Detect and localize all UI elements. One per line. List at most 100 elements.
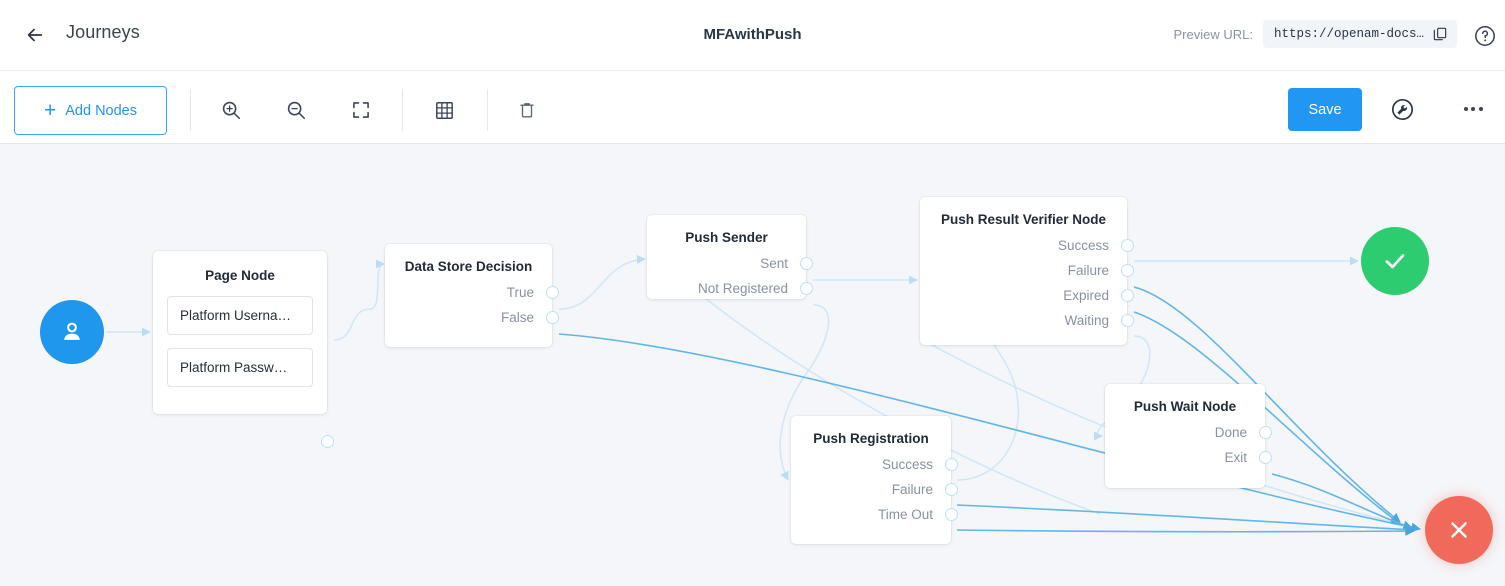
node-push-result-verifier-node[interactable]: Push Result Verifier Node Success Failur… [920,197,1134,345]
node-push-wait-node[interactable]: Push Wait Node Done Exit [1105,384,1272,488]
output-done[interactable]: Done [1105,420,1272,445]
node-outputs: Sent Not Registered [647,251,813,301]
node-outputs: Done Exit [1105,420,1272,470]
output-label: Done [1214,425,1247,440]
output-port[interactable] [1121,239,1134,252]
output-port[interactable] [1259,451,1272,464]
node-page-node[interactable]: Page Node Platform Userna… Platform Pass… [153,251,334,448]
wrench-circle-icon [1391,98,1414,121]
preview-url-chip[interactable]: https://openam-docs… [1262,20,1457,48]
toggle-grid-button[interactable] [428,95,460,125]
add-nodes-label: Add Nodes [65,102,137,119]
preview-url-group: Preview URL: https://openam-docs… [1174,20,1457,48]
output-port[interactable] [1121,289,1134,302]
zoom-out-icon [287,101,306,120]
output-true[interactable]: True [385,280,559,305]
back-button[interactable] [22,22,48,48]
user-icon [64,322,80,340]
journey-canvas[interactable]: Page Node Platform Userna… Platform Pass… [0,144,1505,586]
page-title: Journeys [66,22,140,42]
output-false[interactable]: False [385,305,559,330]
fit-to-screen-button[interactable] [345,95,377,125]
delete-button[interactable] [511,95,543,125]
save-label: Save [1308,101,1342,118]
output-port[interactable] [800,257,813,270]
node-field-password[interactable]: Platform Passw… [167,348,313,387]
output-label: Success [881,457,933,472]
zoom-in-icon [222,101,241,120]
output-label: True [506,285,534,300]
output-label: Exit [1224,450,1247,465]
node-outputs: Success Failure Time Out [791,452,958,527]
output-not-registered[interactable]: Not Registered [647,276,813,301]
output-label: Expired [1063,288,1109,303]
output-port[interactable] [546,286,559,299]
output-label: Success [1057,238,1109,253]
ellipsis-icon [1463,107,1468,111]
editor-toolbar [0,71,1505,144]
output-success[interactable]: Success [791,452,958,477]
fit-screen-icon [353,102,369,118]
output-label: Waiting [1064,313,1109,328]
terminal-success-node[interactable] [1361,227,1429,295]
output-failure[interactable]: Failure [791,477,958,502]
zoom-in-button[interactable] [215,95,247,125]
grid-icon [435,101,453,119]
terminal-failure-node[interactable] [1425,496,1493,564]
zoom-out-button[interactable] [280,95,312,125]
output-label: Time Out [877,507,933,522]
output-port[interactable] [945,458,958,471]
question-circle-icon [1475,26,1495,46]
output-waiting[interactable]: Waiting [920,308,1134,333]
more-options-button[interactable] [1460,100,1486,118]
output-port[interactable] [546,311,559,324]
ellipsis-icon [1471,107,1475,111]
start-node[interactable] [40,300,104,364]
node-title: Push Wait Node [1133,399,1237,414]
node-title: Push Registration [813,431,929,446]
output-label: Failure [1067,263,1109,278]
node-title: Push Sender [685,230,768,245]
ellipsis-icon [1478,107,1483,111]
node-push-sender[interactable]: Push Sender Sent Not Registered [647,215,813,301]
save-button[interactable]: Save [1288,88,1362,131]
preview-url-value: https://openam-docs… [1273,27,1424,41]
output-time-out[interactable]: Time Out [791,502,958,527]
trash-icon [520,103,534,118]
copy-icon[interactable] [1432,26,1448,42]
plus-icon: + [43,99,57,122]
help-button[interactable] [1473,24,1497,48]
toolbar-divider [402,89,403,131]
journey-name: MFAwithPush [703,26,802,43]
node-title: Data Store Decision [404,259,533,274]
node-push-registration[interactable]: Push Registration Success Failure Time O… [791,416,958,544]
toolbar-divider [487,89,488,131]
output-exit[interactable]: Exit [1105,445,1272,470]
output-port[interactable] [1121,314,1134,327]
node-title: Push Result Verifier Node [940,212,1107,227]
output-port[interactable] [1121,264,1134,277]
output-failure[interactable]: Failure [920,258,1134,283]
output-success[interactable]: Success [920,233,1134,258]
output-port[interactable] [945,483,958,496]
output-sent[interactable]: Sent [647,251,813,276]
output-expired[interactable]: Expired [920,283,1134,308]
close-icon [1451,522,1467,538]
node-outputs: Success Failure Expired Waiting [920,233,1134,333]
add-nodes-button[interactable]: + Add Nodes [14,86,167,135]
output-label: Not Registered [697,281,788,296]
output-port[interactable] [321,434,334,448]
arrow-left-icon [27,28,43,42]
output-port[interactable] [800,282,813,295]
tools-button[interactable] [1390,97,1415,122]
check-icon [1385,254,1405,269]
app-header: Journeys MFAwithPush Preview URL: https:… [0,0,1505,71]
output-port[interactable] [1259,426,1272,439]
node-data-store-decision[interactable]: Data Store Decision True False [385,244,559,347]
output-label: False [500,310,534,325]
toolbar-divider [190,89,191,131]
node-outputs: True False [385,280,559,330]
node-field-username[interactable]: Platform Userna… [167,296,313,335]
output-port[interactable] [945,508,958,521]
